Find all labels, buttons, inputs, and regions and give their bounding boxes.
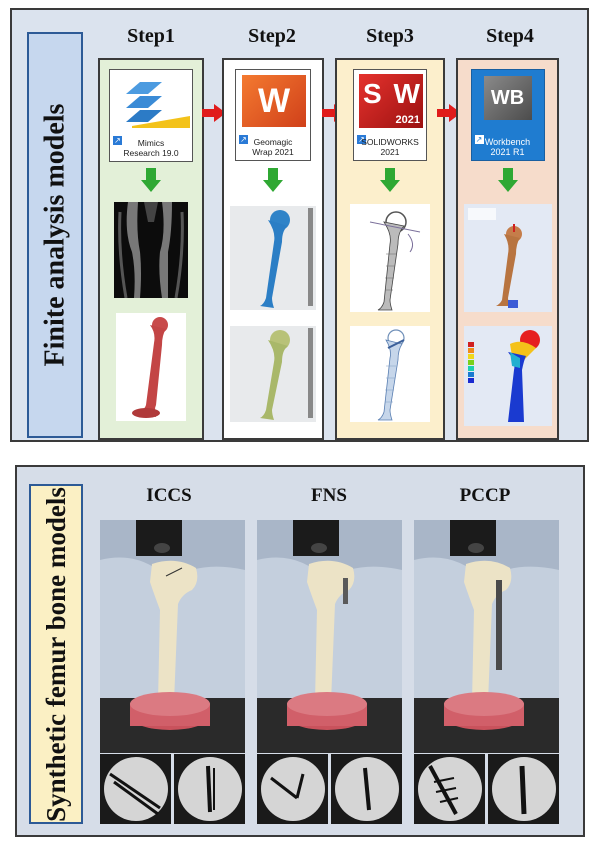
solidworks-icon: S W 2021 ↗ SOLIDWORKS 2021 <box>353 69 427 161</box>
down-arrow-icon <box>380 168 400 192</box>
fns-xray-lateral <box>331 754 402 824</box>
pccp-xray-ap <box>414 754 485 824</box>
down-arrow-icon <box>141 168 161 192</box>
mimics-label-line1: Mimics <box>137 138 165 148</box>
down-arrow-icon <box>497 168 518 192</box>
shortcut-arrow-icon: ↗ <box>113 136 122 145</box>
synthetic-femur-label-text: Synthetic femur bone models <box>40 486 71 822</box>
finite-analysis-label: Finite analysis models <box>27 32 83 438</box>
iccs-xray-lateral <box>174 754 245 824</box>
solidworks-icon-glyph: S W <box>363 78 422 109</box>
iccs-title: ICCS <box>146 485 192 506</box>
pccp-title: PCCP <box>459 485 511 506</box>
workbench-label-line2: 2021 R1 <box>490 147 525 157</box>
synthetic-femur-label: Synthetic femur bone models <box>29 484 83 824</box>
mimics-icon: ↗ Mimics Research 19.0 <box>109 69 193 162</box>
geomagic-icon: W ↗ Geomagic Wrap 2021 <box>235 69 311 161</box>
fns-specimen-photo <box>257 520 402 753</box>
finite-analysis-label-text: Finite analysis models <box>39 103 71 367</box>
step1-column: ↗ Mimics Research 19.0 <box>98 58 204 440</box>
step2-column: W ↗ Geomagic Wrap 2021 <box>222 58 324 440</box>
fns-xray-ap <box>257 754 328 824</box>
iccs-specimen-photo <box>100 520 245 753</box>
femur-implant-mesh <box>350 326 430 422</box>
finite-analysis-panel: Finite analysis models Step1 Step2 Step3… <box>10 8 589 442</box>
synthetic-femur-panel: Synthetic femur bone models ICCS FNS PCC… <box>15 465 585 837</box>
workbench-boundary-setup <box>463 204 552 312</box>
step1-title: Step1 <box>127 25 175 47</box>
pccp-specimen-photo <box>414 520 559 753</box>
step3-column: S W 2021 ↗ SOLIDWORKS 2021 <box>335 58 445 440</box>
step3-title: Step3 <box>366 25 414 47</box>
step4-title: Step4 <box>486 25 534 47</box>
geomagic-label-line1: Geomagic <box>253 137 293 147</box>
step4-column: WB ↗ Workbench 2021 R1 <box>456 58 559 440</box>
workbench-icon: WB ↗ Workbench 2021 R1 <box>470 69 545 161</box>
solidworks-label-line1: SOLIDWORKS <box>361 137 419 147</box>
fns-title: FNS <box>311 485 347 506</box>
shortcut-arrow-icon: ↗ <box>239 135 248 144</box>
shortcut-arrow-icon: ↗ <box>474 135 484 144</box>
geomagic-icon-glyph: W <box>257 81 291 120</box>
iccs-xray-ap <box>100 754 171 824</box>
workbench-icon-glyph: WB <box>490 86 525 109</box>
femur-mesh-model <box>350 204 430 312</box>
right-arrow-icon <box>437 104 461 122</box>
down-arrow-icon <box>263 168 283 192</box>
solidworks-label-line2: 2021 <box>380 147 400 157</box>
step2-title: Step2 <box>248 25 296 47</box>
solidworks-icon-version: 2021 <box>395 114 420 126</box>
pccp-xray-lateral <box>488 754 559 824</box>
mimics-label-line2: Research 19.0 <box>123 148 179 158</box>
ct-scan-image <box>114 202 188 299</box>
femur-model-green <box>230 326 316 422</box>
shortcut-arrow-icon: ↗ <box>357 135 366 144</box>
femur-model-blue <box>230 206 316 310</box>
femur-3d-model-red <box>116 313 186 421</box>
geomagic-label-line2: Wrap 2021 <box>252 147 294 157</box>
workbench-label-line1: Workbench <box>484 137 531 147</box>
workbench-stress-result <box>463 326 552 426</box>
right-arrow-icon <box>202 104 226 122</box>
